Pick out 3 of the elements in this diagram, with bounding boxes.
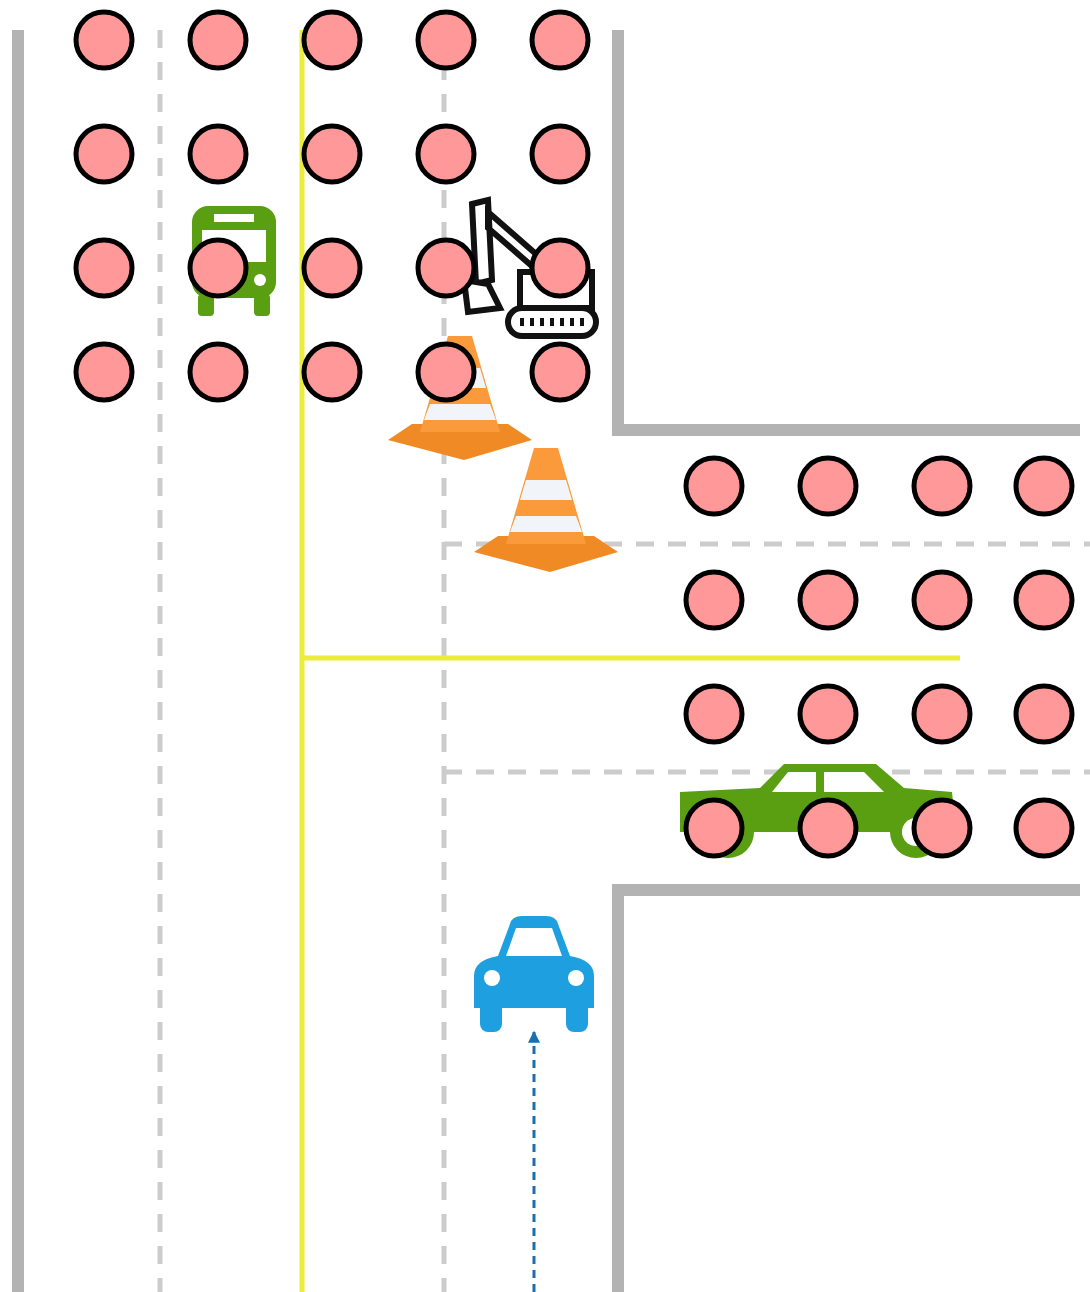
car-icon bbox=[474, 916, 594, 1032]
traffic-cone-icon bbox=[474, 448, 618, 572]
arrow bbox=[528, 1030, 540, 1292]
